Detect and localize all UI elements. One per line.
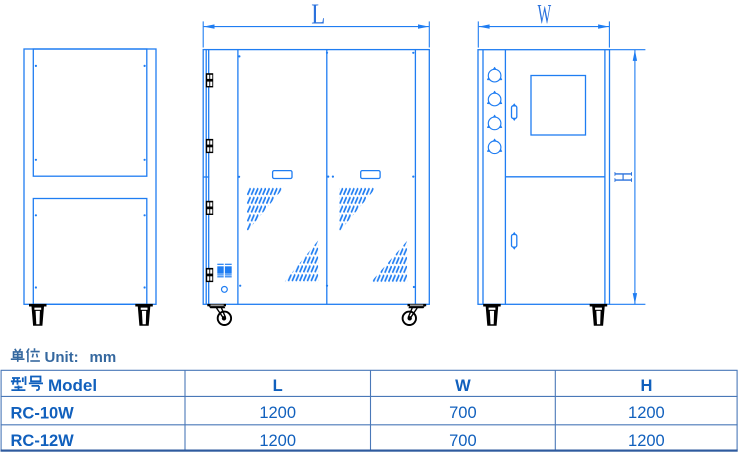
svg-text:H: H: [640, 377, 652, 395]
svg-text:1200: 1200: [628, 432, 665, 450]
svg-text:1200: 1200: [259, 404, 296, 422]
svg-text:1200: 1200: [259, 432, 296, 450]
svg-text:L: L: [273, 377, 283, 395]
svg-text:mm: mm: [90, 349, 117, 366]
svg-text:Unit:: Unit:: [45, 349, 79, 366]
svg-text:700: 700: [449, 432, 477, 450]
svg-text:W: W: [538, 0, 552, 29]
svg-text:1200: 1200: [628, 404, 665, 422]
svg-text:RC-12W: RC-12W: [11, 432, 75, 450]
svg-text:L: L: [311, 0, 325, 31]
svg-text:H: H: [609, 171, 638, 182]
svg-text:W: W: [455, 377, 471, 395]
svg-text:700: 700: [449, 404, 477, 422]
svg-text:RC-10W: RC-10W: [11, 404, 75, 422]
svg-text:Model: Model: [48, 376, 97, 395]
